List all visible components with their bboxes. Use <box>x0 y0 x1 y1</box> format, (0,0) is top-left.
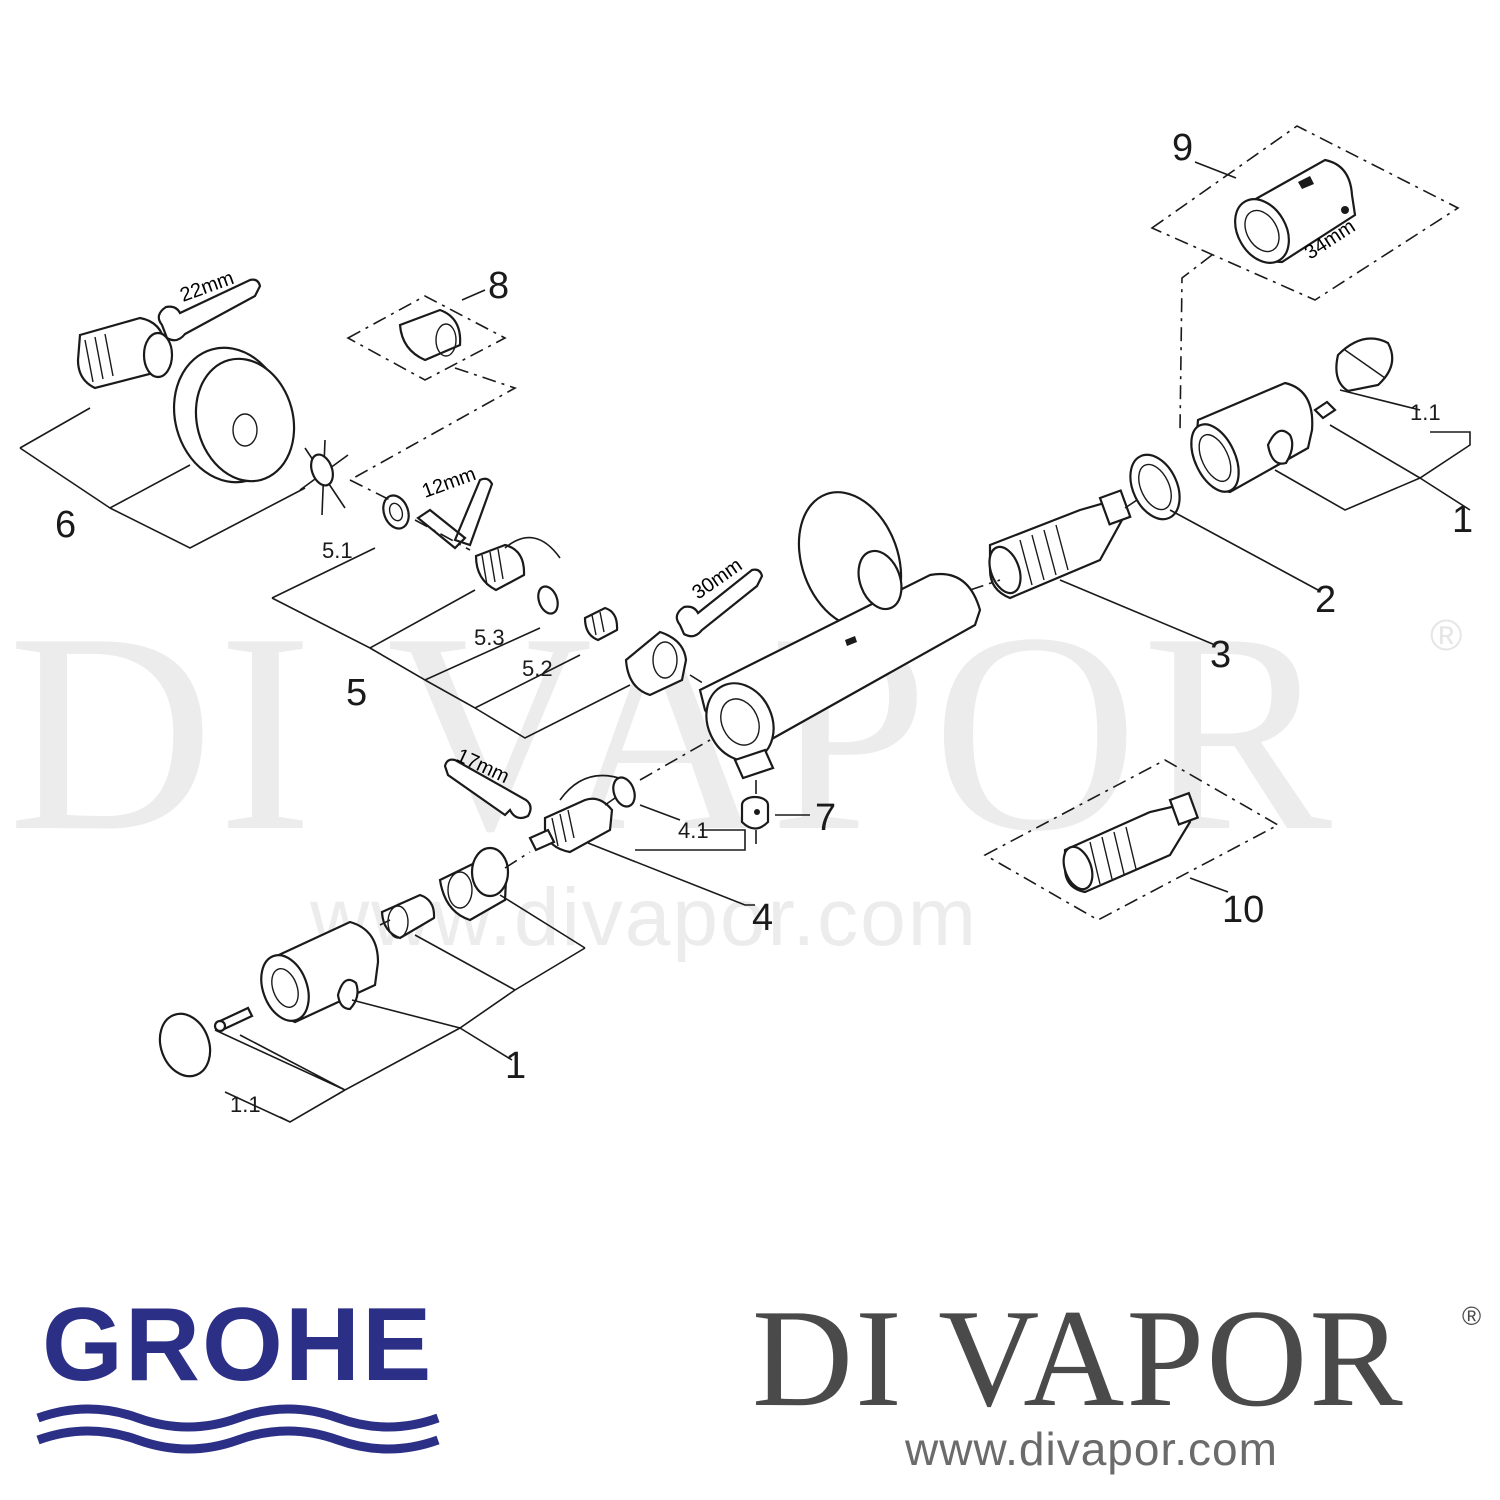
part-3-thermostatic-cartridge <box>988 489 1132 600</box>
callout-8: 8 <box>488 265 509 307</box>
callout-4-1: 4.1 <box>678 818 709 843</box>
part-8-adapter-box: 8 <box>346 265 517 481</box>
hex-key-12mm-label: 12mm <box>419 463 479 503</box>
part-9-axis <box>1179 254 1213 431</box>
part-1-left-nut <box>380 893 436 940</box>
callout-9: 9 <box>1172 127 1193 169</box>
wrench-30mm-icon <box>675 568 764 638</box>
callout-1-1-left: 1.1 <box>230 1092 261 1117</box>
divapor-registered-mark: ® <box>1462 1301 1481 1331</box>
callout-5-1: 5.1 <box>322 538 353 563</box>
divapor-logo-text: DI VAPOR <box>752 1281 1405 1436</box>
callout-2: 2 <box>1315 579 1336 621</box>
callout-5-2: 5.2 <box>522 656 553 681</box>
part-5-1-filter <box>382 494 410 530</box>
grohe-logo: GROHE <box>36 1287 440 1454</box>
part-9-leader <box>1194 161 1237 179</box>
callout-6-leaders <box>19 407 306 549</box>
part-7-check-valve <box>740 780 770 845</box>
tool-34mm-icon <box>1234 158 1357 264</box>
part-8-adapter-icon <box>398 308 462 362</box>
callout-3-leader <box>1059 579 1216 646</box>
callout-3: 3 <box>1210 634 1231 676</box>
callout-8-leader <box>461 289 486 301</box>
part-9-assembly-tool: 34mm 9 <box>1150 125 1460 431</box>
part-4-axis <box>604 739 711 806</box>
callout-1-right-leaders <box>1274 389 1471 511</box>
part-5-3-o-ring <box>537 585 559 615</box>
part-8-frame <box>346 295 507 381</box>
part-5-axis <box>349 479 707 686</box>
callout-2-leader <box>1169 509 1319 591</box>
callout-10-leader <box>1189 877 1229 893</box>
part-5-union-nut <box>624 630 688 697</box>
grohe-wave-1 <box>36 1404 440 1432</box>
part-5-connector <box>474 536 561 592</box>
callout-1-right: 1 <box>1452 499 1473 541</box>
callout-5-leaders <box>271 547 631 739</box>
wrench-17mm-icon <box>443 758 532 820</box>
callout-1-1-right: 1.1 <box>1410 400 1441 425</box>
part-1-1-right-cap <box>1313 337 1394 420</box>
wrench-22mm-icon <box>157 278 262 342</box>
divapor-url: www.divapor.com <box>904 1423 1278 1475</box>
part-6-washer <box>299 439 349 516</box>
part-1-left-handle <box>260 920 380 1024</box>
mixer-valve-body <box>698 491 982 780</box>
rotate-arrow-icon <box>504 536 561 559</box>
callout-5: 5 <box>346 672 367 714</box>
part-9-frame <box>1150 125 1460 301</box>
part-1-1-left-cap-and-screw <box>158 1006 254 1078</box>
part-2-ring-nut <box>1129 453 1181 521</box>
callout-4-leaders <box>587 804 755 906</box>
callout-6: 6 <box>55 504 76 546</box>
callout-5-3: 5.3 <box>474 625 505 650</box>
hex-key-12mm-icon <box>416 477 494 550</box>
part-1-right-handle <box>1190 381 1314 494</box>
part-10-cartridge-icon <box>1062 791 1200 894</box>
part-5-2-check-valve <box>583 606 619 642</box>
left-handle-axis <box>379 851 531 926</box>
part-10-cartridge-box: 10 <box>983 759 1280 931</box>
watermark-registered-mark: ® <box>1430 611 1462 660</box>
part-1-left-handle-adapter <box>438 846 510 922</box>
cartridge-axis <box>969 497 1141 591</box>
part-8-axis <box>349 367 517 481</box>
callout-7: 7 <box>815 797 836 839</box>
callout-1-left-leaders <box>214 894 586 1123</box>
callout-4: 4 <box>752 897 773 939</box>
callout-10: 10 <box>1222 889 1264 931</box>
callout-1-left: 1 <box>505 1045 526 1087</box>
divapor-logo: DI VAPOR ® www.divapor.com <box>752 1281 1481 1475</box>
grohe-wave-2 <box>36 1426 440 1454</box>
grohe-logo-text: GROHE <box>42 1287 433 1403</box>
part-6-s-union-and-escutcheon <box>76 316 296 484</box>
part-4-1-o-ring <box>612 776 636 808</box>
part-10-frame <box>983 759 1280 921</box>
watermark: DI VAPOR ® www.divapor.com <box>8 574 1462 963</box>
